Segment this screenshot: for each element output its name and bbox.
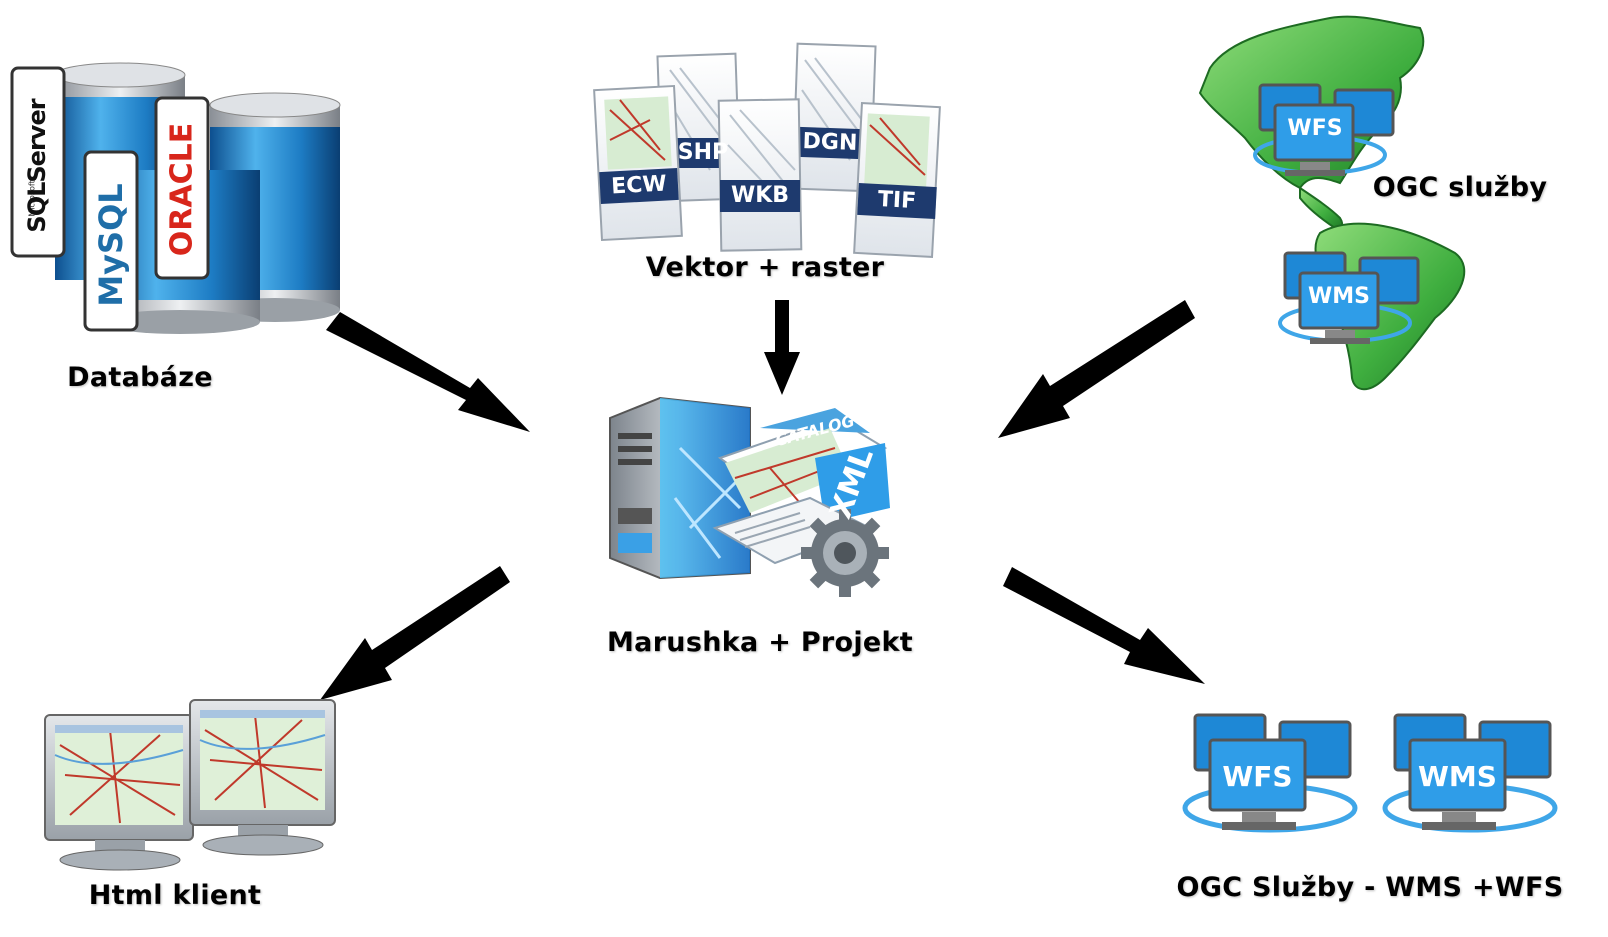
wms-monitors-icon <box>1278 251 1420 344</box>
server-catalog-icon <box>609 396 890 597</box>
ogc-sources-node: WFS WMS <box>1190 8 1490 403</box>
client-monitors-icon <box>44 699 336 871</box>
databases-node: Microsoft SQLServer MySQL ORACLE <box>0 60 360 360</box>
ogc-in-wfs-label: WFS <box>1287 116 1343 141</box>
ogc-wfs-cluster-icon <box>1182 713 1358 833</box>
mysql-logo: MySQL <box>86 154 136 328</box>
wfs-monitors-icon <box>1253 83 1395 176</box>
format-wkb: WKB <box>730 183 790 208</box>
arrow-files-to-center <box>764 300 800 395</box>
format-ecw: ECW <box>610 171 668 200</box>
mysql-label: MySQL <box>92 183 130 307</box>
arrow-databases-to-center <box>326 312 530 432</box>
sqlserver-logo: Microsoft SQLServer <box>13 70 63 254</box>
format-dgn: DGN <box>802 129 858 156</box>
sqlserver-label: SQLServer <box>23 99 51 233</box>
html-client-node <box>40 695 340 880</box>
arrow-center-to-ogc-services <box>1003 567 1205 684</box>
ogc-sources-caption: OGC služby <box>1372 172 1548 203</box>
format-shp: SHP <box>677 140 729 165</box>
file-documents-icon <box>593 42 941 258</box>
oracle-logo: ORACLE <box>157 100 207 276</box>
oracle-label: ORACLE <box>164 122 200 257</box>
format-tif: TIF <box>877 187 917 214</box>
files-node: ECW SHP WKB DGN TIF <box>590 40 950 258</box>
ogc-out-wms-label: WMS <box>1418 760 1497 793</box>
arrow-center-to-html-client <box>320 566 510 700</box>
ogc-in-wms-label: WMS <box>1307 284 1370 309</box>
marushka-caption: Marushka + Projekt <box>607 627 913 658</box>
ogc-wms-cluster-icon <box>1382 713 1558 833</box>
html-client-caption: Html klient <box>88 880 262 911</box>
ogc-services-node: WFS WMS <box>1180 705 1565 855</box>
database-cylinders-icon <box>10 62 341 334</box>
ogc-out-wfs-label: WFS <box>1222 760 1293 793</box>
marushka-node: CATALOG XML <box>600 388 910 613</box>
arrow-ogc-to-center <box>998 300 1195 438</box>
ogc-services-caption: OGC Služby - WMS +WFS <box>1176 872 1564 903</box>
files-caption: Vektor + raster <box>645 252 885 283</box>
databases-caption: Databáze <box>67 362 213 393</box>
